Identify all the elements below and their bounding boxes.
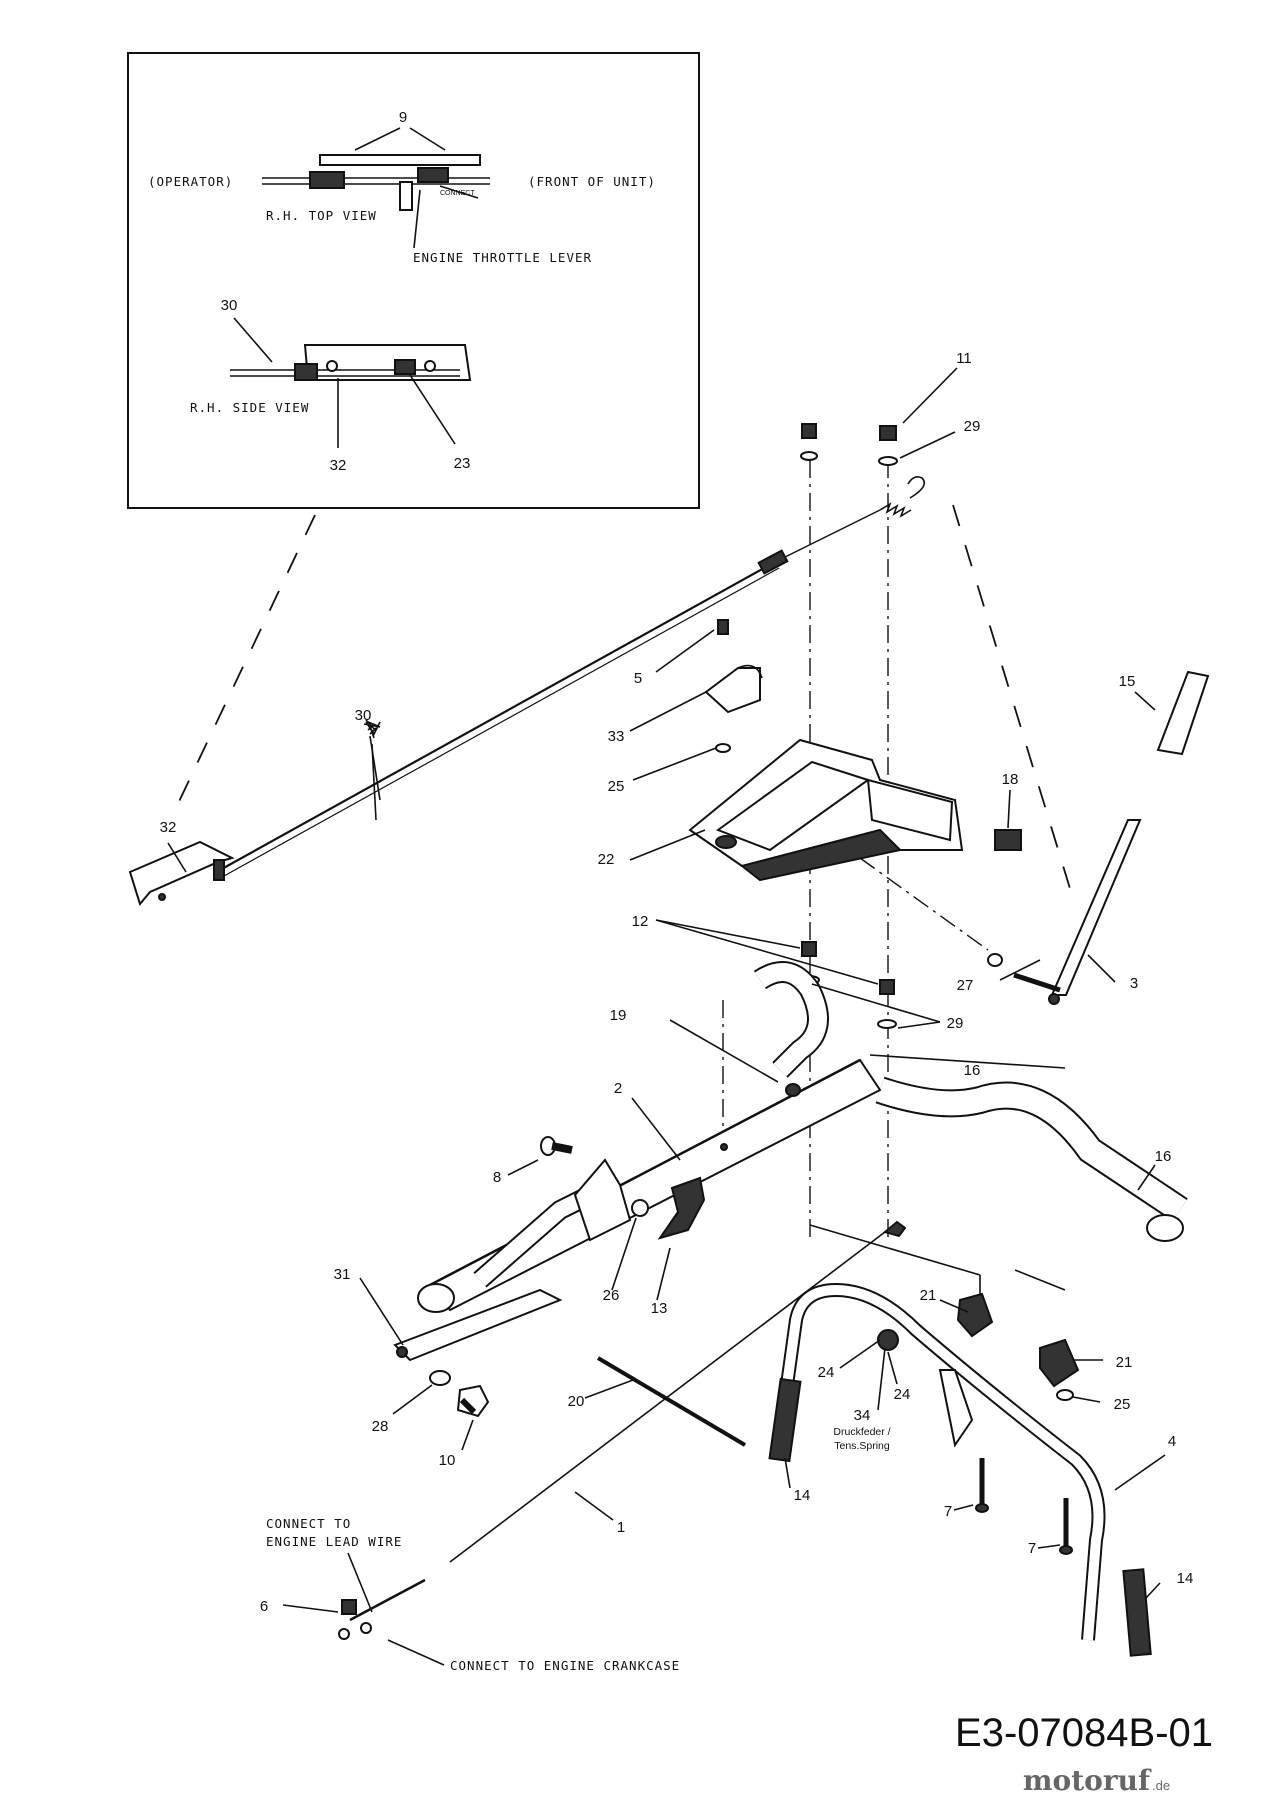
watermark-name: motoruf [1023,1764,1152,1797]
callout-28: 28 [372,1418,389,1435]
nuts-12 [800,941,897,1029]
callout-7: 7 [944,1503,952,1520]
callout-27: 27 [957,977,974,994]
callout-25: 25 [1114,1396,1131,1413]
callout-25: 25 [608,778,625,795]
callout-20: 20 [568,1393,585,1410]
callout-16: 16 [1155,1148,1172,1165]
lower-handle-frame [393,1058,882,1362]
inset-leader-line [174,514,316,811]
callout-2: 2 [614,1080,622,1097]
control-lever [987,819,1142,1005]
callout-29: 29 [964,418,981,435]
callout-21: 21 [1116,1354,1133,1371]
callout-19: 19 [610,1007,627,1024]
inset-detail-box: 9 (OPERATOR) (FRONT OF UNIT) CONNECT R.H… [127,52,700,509]
clip-18 [994,829,1022,851]
callout-14: 14 [1177,1570,1194,1587]
label-operator: (OPERATOR) [148,174,233,189]
cable-clamp-21 [956,1292,1080,1401]
nut-11 [800,423,898,466]
label-rh-top-view: R.H. TOP VIEW [266,208,377,223]
callout-13: 13 [651,1300,668,1317]
callout-7: 7 [1028,1540,1036,1557]
console-cover [688,738,964,882]
watermark-logo: motoruf .de [1023,1764,1170,1797]
callout-30-inset: 30 [221,297,238,314]
callout-12: 12 [632,913,649,930]
knob-13 [657,1176,706,1240]
callout-34: 34 [854,1407,871,1424]
bracket-33 [704,619,763,753]
throttle-cable [219,476,926,877]
upper-handle [753,961,1188,1242]
callout-9: 9 [399,109,407,126]
label-connect: CONNECT [440,190,475,197]
note-connect-crankcase: CONNECT TO ENGINE CRANKCASE [450,1658,680,1673]
bolts-7 [975,1458,1073,1555]
callout-6: 6 [260,1598,268,1615]
label-rh-side-view: R.H. SIDE VIEW [190,400,309,415]
callout-26: 26 [603,1287,620,1304]
bail-handle [768,1282,1152,1657]
label-engine-throttle-lever: ENGINE THROTTLE LEVER [413,250,592,265]
callout-22: 22 [598,851,615,868]
callout-23-inset: 23 [454,455,471,472]
grip-15 [1156,670,1210,756]
callout-31: 31 [334,1266,351,1283]
callout-1: 1 [617,1519,625,1536]
note-connect-to: CONNECT TO [266,1516,351,1531]
cable-tie-20 [596,1356,747,1447]
callout-11: 11 [956,350,972,367]
cable-bracket [128,840,235,907]
note-druckfeder: Druckfeder / [833,1426,890,1438]
callout-16: 16 [964,1062,981,1079]
callout-5: 5 [634,670,642,687]
callout-14: 14 [794,1487,811,1504]
callout-4: 4 [1168,1433,1176,1450]
callout-21: 21 [920,1287,937,1304]
label-front-of-unit: (FRONT OF UNIT) [528,174,656,189]
callout-32: 32 [160,819,177,836]
callout-10: 10 [439,1452,456,1469]
callout-24: 24 [818,1364,835,1381]
callout-numbers: 11 29 5 33 25 30 32 22 15 18 12 27 3 29 … [160,350,1194,1615]
callout-15: 15 [1119,673,1136,690]
callout-leaders [167,367,1166,1666]
callout-24: 24 [894,1386,911,1403]
callout-29: 29 [947,1015,964,1032]
bolt-8 [540,1136,573,1156]
callout-33: 33 [608,728,625,745]
note-tens-spring: Tens.Spring [834,1440,890,1452]
callout-8: 8 [493,1169,501,1186]
diagram-code: E3-07084B-01 [955,1711,1213,1755]
callout-3: 3 [1130,975,1138,992]
callout-18: 18 [1002,771,1019,788]
callout-32-inset: 32 [330,457,347,474]
callout-30: 30 [355,707,372,724]
bolt-10 [429,1370,490,1418]
note-engine-lead-wire: ENGINE LEAD WIRE [266,1534,402,1549]
stop-wire [338,1220,907,1640]
throttle-side-view-drawing [230,344,472,381]
watermark-suffix: .de [1152,1778,1170,1793]
throttle-top-view-drawing [262,154,490,211]
